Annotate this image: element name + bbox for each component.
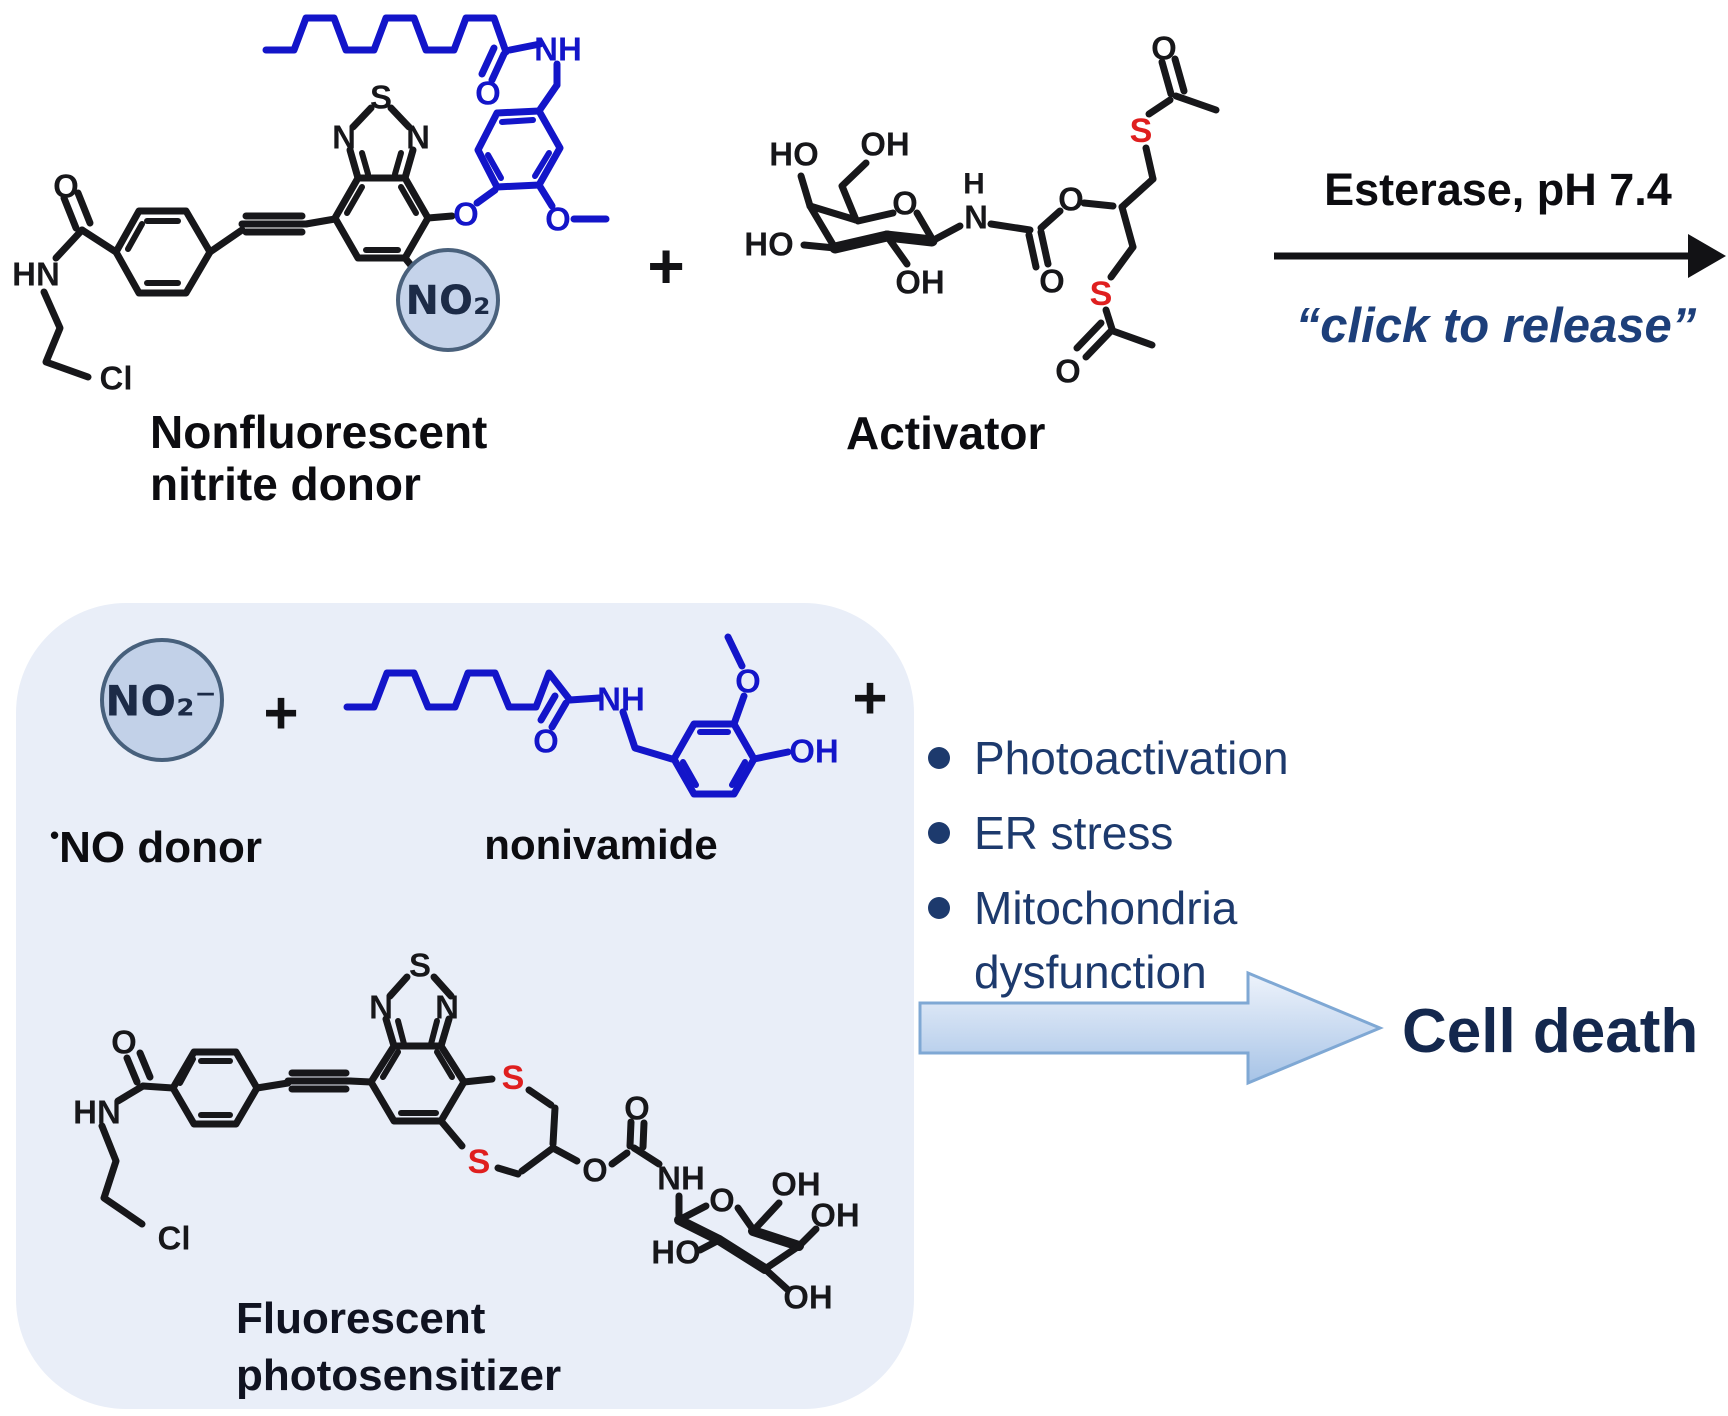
- photosensitizer-sulfur-atoms: S S: [468, 1059, 525, 1181]
- atom-label-s: S: [502, 1059, 525, 1097]
- atom-label-s: S: [1130, 112, 1153, 150]
- nitrite-donor-blue-atoms: O NH O O: [453, 31, 582, 238]
- effect-item-photoactivation: Photoactivation: [928, 726, 1398, 790]
- arrowhead-icon: [1688, 234, 1726, 278]
- atom-label-o: O: [892, 185, 918, 222]
- reaction-condition: Esterase, pH 7.4: [1324, 164, 1672, 215]
- atom-label-o: O: [533, 723, 559, 760]
- atom-label-cl: Cl: [158, 1220, 191, 1257]
- atom-label-o: O: [453, 196, 479, 233]
- nitrite-donor-black-atoms: O HN Cl N S N: [12, 79, 430, 397]
- nitrite-donor-structure: NO₂ O HN Cl N S N O: [12, 14, 610, 397]
- atom-label-n: N: [435, 989, 459, 1026]
- cell-death-arrow: [918, 970, 1384, 1086]
- activator-sulfur-atoms: S S: [1090, 112, 1153, 313]
- atom-label-o: O: [1058, 181, 1084, 218]
- atom-label-oh: OH: [771, 1166, 821, 1203]
- atom-label-n: N: [964, 199, 988, 236]
- atom-label-nh: NH: [597, 681, 645, 718]
- atom-label-s: S: [468, 1143, 491, 1181]
- atom-label-no2-anion: NO₂⁻: [105, 677, 216, 726]
- atom-label-h: H: [963, 168, 985, 201]
- atom-label-o: O: [53, 168, 79, 205]
- reaction-arrow: [1274, 234, 1726, 278]
- plus-sign-products-1: +: [263, 679, 299, 747]
- effect-item-er-stress: ER stress: [928, 801, 1398, 865]
- atom-label-o: O: [1055, 353, 1081, 390]
- bullet-dot-icon: [928, 897, 950, 919]
- effect-text: Photoactivation: [974, 732, 1289, 784]
- effect-item-mitochondria: Mitochondria dysfunction: [928, 876, 1398, 1004]
- nitrite-product: NO₂⁻: [100, 638, 224, 762]
- nitrite-donor-label-line2: nitrite donor: [150, 458, 421, 510]
- atom-label-s: S: [1090, 275, 1113, 313]
- atom-label-hn: HN: [73, 1094, 121, 1131]
- effect-text: Mitochondria dysfunction: [974, 882, 1238, 998]
- photosensitizer-label-line2: photosensitizer: [236, 1351, 562, 1400]
- atom-label-o: O: [1039, 263, 1065, 300]
- atom-label-oh: OH: [860, 126, 910, 163]
- nitrite-donor-label: Nonfluorescent nitrite donor: [150, 406, 487, 510]
- click-to-release-label: “click to release”: [1295, 299, 1697, 353]
- atom-label-n: N: [369, 989, 393, 1026]
- nonivamide-bonds: [343, 633, 792, 798]
- activator-label: Activator: [846, 407, 1046, 459]
- atom-label-o: O: [709, 1182, 735, 1219]
- atom-label-o: O: [624, 1090, 650, 1127]
- plus-sign-reactants: +: [647, 230, 685, 302]
- atom-label-n: N: [406, 119, 430, 156]
- nonivamide-label: nonivamide: [484, 821, 718, 868]
- bullet-dot-icon: [928, 822, 950, 844]
- bullet-dot-icon: [928, 747, 950, 769]
- no2-anion-circle: [100, 638, 224, 762]
- activator-atoms: HO OH O HO OH H N O O O O: [744, 30, 1177, 390]
- plus-sign-products-2: +: [852, 664, 888, 732]
- nitrite-donor-black-bonds: [40, 104, 456, 381]
- atom-label-o: O: [475, 75, 501, 112]
- cell-death-label: Cell death: [1402, 997, 1699, 1066]
- effects-list: Photoactivation ER stress Mitochondria d…: [928, 726, 1398, 1015]
- atom-label-oh: OH: [789, 733, 839, 770]
- nitrite-donor-label-line1: Nonfluorescent: [150, 406, 488, 458]
- activator-bonds: [797, 55, 1220, 361]
- no2-highlight-circle: [396, 248, 500, 352]
- atom-label-o: O: [735, 663, 761, 700]
- atom-label-ho: HO: [769, 136, 819, 173]
- effect-text: ER stress: [974, 807, 1174, 859]
- atom-label-ho: HO: [744, 226, 794, 263]
- atom-label-cl: Cl: [100, 360, 133, 397]
- radical-dot: •: [50, 820, 60, 850]
- atom-label-s: S: [409, 947, 431, 984]
- activator-structure: HO OH O HO OH H N O O O O S S: [744, 30, 1220, 390]
- no-donor-label: •NO donor: [50, 820, 262, 873]
- nitrite-donor-blue-bonds: [262, 14, 610, 223]
- atom-label-o: O: [1151, 30, 1177, 67]
- atom-label-o: O: [111, 1024, 137, 1061]
- atom-label-oh: OH: [783, 1279, 833, 1316]
- atom-label-hn: HN: [12, 256, 60, 293]
- nonivamide-structure: O NH O OH: [343, 633, 839, 798]
- atom-label-nh: NH: [534, 31, 582, 68]
- atom-label-o: O: [545, 201, 571, 238]
- atom-label-o: O: [582, 1152, 608, 1189]
- photosensitizer-label: Fluorescent photosensitizer: [236, 1290, 561, 1404]
- no-donor-text: NO donor: [59, 823, 262, 872]
- photosensitizer-bonds: [98, 973, 820, 1293]
- photosensitizer-label-line1: Fluorescent: [236, 1294, 486, 1343]
- atom-label-nh: NH: [657, 1160, 705, 1197]
- atom-label-n: N: [332, 119, 356, 156]
- atom-label-oh: OH: [810, 1197, 860, 1234]
- photosensitizer-structure: O HN Cl N S N O O NH O OH OH HO OH S S: [73, 947, 860, 1316]
- atom-label-ho: HO: [651, 1234, 701, 1271]
- atom-label-s: S: [370, 79, 392, 116]
- atom-label-no2: NO₂: [406, 278, 491, 324]
- nonivamide-atoms: O NH O OH: [533, 663, 839, 770]
- atom-label-oh: OH: [895, 264, 945, 301]
- photosensitizer-atoms: O HN Cl N S N O O NH O OH OH HO OH: [73, 947, 860, 1316]
